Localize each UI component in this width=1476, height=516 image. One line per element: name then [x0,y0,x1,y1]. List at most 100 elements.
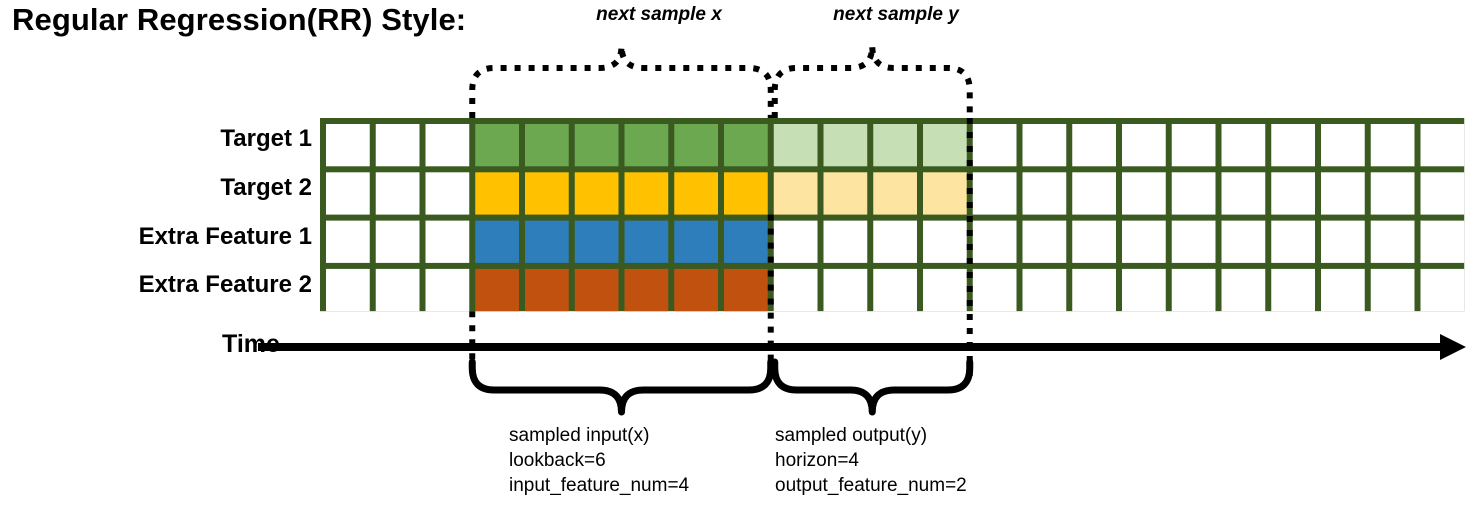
grid-cell [1420,220,1465,263]
grid-cell [923,268,967,312]
brace-next-sample-x [469,45,774,118]
grid-cell [624,220,669,263]
caption-input-line3: input_feature_num=4 [509,475,690,496]
grid-cell [525,124,569,167]
grid-cell [1420,172,1465,215]
grid-cell [972,124,1017,167]
grid-cell [1321,220,1365,263]
grid-cell [1122,172,1166,215]
grid-cell [773,172,818,215]
grid-cell [425,268,470,312]
caption-output-line1: sampled output(y) [775,425,928,446]
grid-cell [475,172,519,215]
grid-cell [1122,268,1166,312]
grid-cell [674,220,718,263]
grid-cell [674,172,718,215]
grid-cell [1420,124,1465,167]
grid-cell [475,220,519,263]
grid-cell [1370,172,1415,215]
grid-cell [873,268,917,312]
grid-cell [823,172,868,215]
grid-cell [1370,220,1415,263]
grid-cell [1271,268,1315,312]
grid-cell [724,124,768,167]
caption-sampled-output: sampled output(y) horizon=4 output_featu… [775,423,967,498]
brace-next-sample-y [771,45,973,118]
grid-cell [375,172,420,215]
caption-output-line3: output_feature_num=2 [775,475,967,496]
grid-cell [624,268,669,312]
time-axis-arrowhead [1440,334,1466,360]
grid-cell [326,124,370,167]
grid-cell [1370,124,1415,167]
caption-input-line2: lookback=6 [509,450,606,471]
grid-cell [1321,124,1365,167]
grid-cell [1221,220,1266,263]
grid-cell [823,268,868,312]
grid-cell [475,124,519,167]
row-label-extra-feature-2: Extra Feature 2 [138,271,312,298]
row-label-target-1: Target 1 [220,125,312,152]
annotation-layer [258,45,1466,416]
grid-cell [574,172,619,215]
grid-cell [1420,268,1465,312]
grid-cell [724,172,768,215]
caption-output-line2: horizon=4 [775,450,859,471]
grid-cell [1271,220,1315,263]
grid-cell [1171,124,1216,167]
grid-cell [873,124,917,167]
grid-cell [674,268,718,312]
grid-cell [1370,268,1415,312]
grid-cell [1271,172,1315,215]
grid-cell [923,124,967,167]
grid-cell [972,268,1017,312]
caption-input-line1: sampled input(x) [509,425,650,446]
grid-cell [1321,172,1365,215]
data-grid [320,118,1465,312]
grid-cell [425,172,470,215]
grid-cell [525,172,569,215]
grid-cell [1122,220,1166,263]
grid-cell [1171,172,1216,215]
grid-cell [624,172,669,215]
grid-cell [823,124,868,167]
caption-sampled-input: sampled input(x) lookback=6 input_featur… [509,423,689,498]
grid-cell [326,220,370,263]
grid-cell [1221,268,1266,312]
grid-cell [1072,172,1116,215]
grid-cell [773,220,818,263]
grid-cell [1022,268,1067,312]
grid-cell [873,220,917,263]
grid-cell [1171,268,1216,312]
grid-cell [326,172,370,215]
grid-cell [574,268,619,312]
grid-cell [375,268,420,312]
grid-cell [1221,172,1266,215]
grid-cell [624,124,669,167]
grid-cell [326,268,370,312]
grid-cell [1171,220,1216,263]
row-label-target-2: Target 2 [220,174,312,201]
grid-cell [1072,124,1116,167]
grid-cell [923,220,967,263]
grid-cell [525,268,569,312]
grid-cell [525,220,569,263]
grid-cell [873,172,917,215]
brace-sampled-input [468,358,775,416]
grid-cell [1022,172,1067,215]
grid-cell [574,124,619,167]
grid-cell [923,172,967,215]
grid-cell [674,124,718,167]
grid-cell [1022,220,1067,263]
annotation-next-sample-x: next sample x [596,4,722,25]
grid-cell [773,124,818,167]
grid-cell [724,220,768,263]
grid-cell [1321,268,1365,312]
grid-cell [375,220,420,263]
grid-cell [475,268,519,312]
grid-cell [1022,124,1067,167]
grid-cell [1122,124,1166,167]
annotation-next-sample-y: next sample y [833,4,959,25]
